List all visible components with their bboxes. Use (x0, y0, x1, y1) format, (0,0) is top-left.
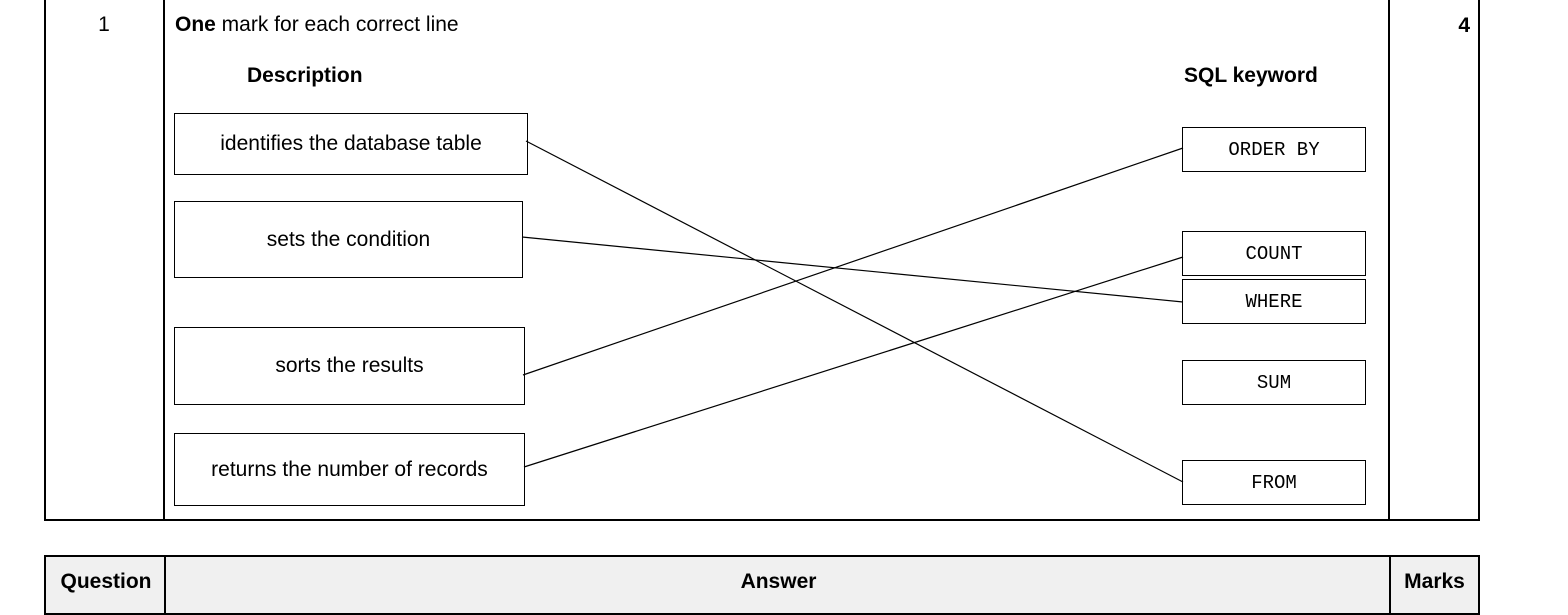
instruction-rest: mark for each correct line (215, 13, 459, 36)
answer-column-header: Answer (740, 570, 817, 593)
mark-scheme-row (44, 0, 1480, 521)
description-heading: Description (247, 64, 363, 87)
keyword-box-order-by: ORDER BY (1182, 127, 1366, 172)
description-box-sorts-results: sorts the results (174, 327, 525, 405)
keyword-box-count: COUNT (1182, 231, 1366, 276)
marks-value: 4 (1458, 14, 1470, 37)
header-divider-question (164, 557, 166, 613)
question-column-header: Question (60, 570, 152, 593)
column-divider-marks (1388, 0, 1390, 521)
marks-column-header: Marks (1404, 570, 1465, 593)
mark-scheme-header-row: Question Answer Marks (44, 555, 1480, 615)
question-number: 1 (98, 13, 110, 36)
description-box-returns-count: returns the number of records (174, 433, 525, 506)
sql-keyword-heading: SQL keyword (1184, 64, 1318, 87)
description-box-identifies-table: identifies the database table (174, 113, 528, 175)
keyword-box-from: FROM (1182, 460, 1366, 505)
instruction-emphasis: One (175, 13, 216, 36)
instruction-text: One mark for each correct line (175, 13, 459, 37)
keyword-box-where: WHERE (1182, 279, 1366, 324)
keyword-box-sum: SUM (1182, 360, 1366, 405)
description-box-sets-condition: sets the condition (174, 201, 523, 278)
header-divider-marks (1389, 557, 1391, 613)
column-divider-question (163, 0, 165, 521)
